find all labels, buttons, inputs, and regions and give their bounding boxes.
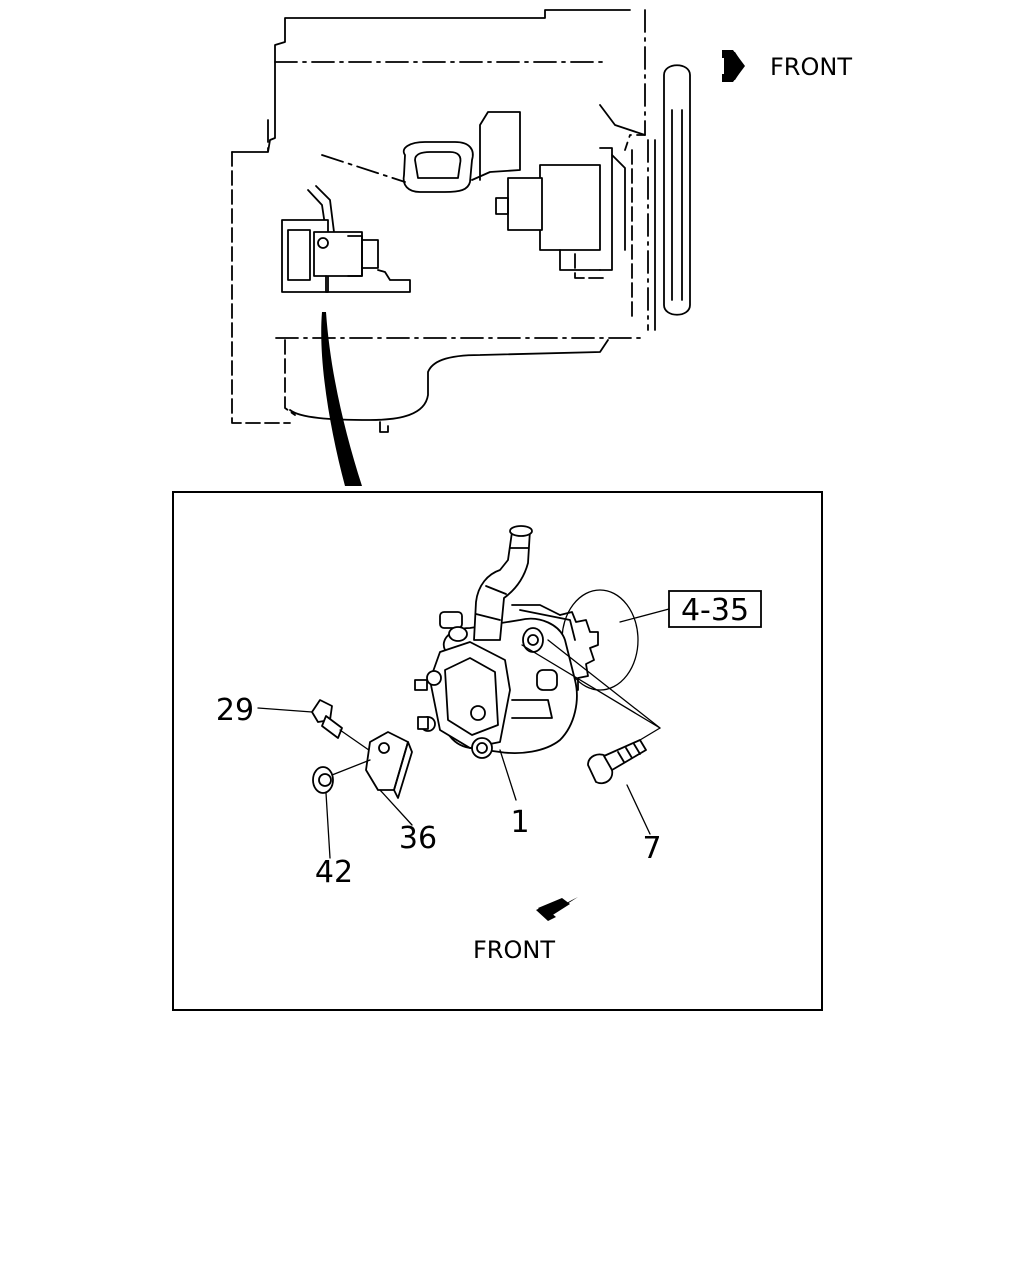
leader-29 <box>257 707 313 713</box>
callout-7: 7 <box>642 831 661 866</box>
leader-7 <box>626 784 651 835</box>
bolt-29 <box>311 699 343 739</box>
callout-1: 1 <box>510 805 529 840</box>
bolt-7 <box>587 739 647 785</box>
front-arrow-bottom-body <box>538 898 570 918</box>
leader-ref <box>619 608 670 623</box>
leader-1 <box>499 749 517 801</box>
engine-overview <box>231 9 691 433</box>
leader-42-to-bracket <box>331 759 371 776</box>
leader-7-lower <box>547 639 661 729</box>
leader-36 <box>379 789 413 826</box>
callout-36: 36 <box>399 821 437 856</box>
front-label-top: FRONT <box>770 53 852 81</box>
bracket-36 <box>365 731 413 799</box>
detail-frame <box>172 491 823 1011</box>
callout-29: 29 <box>216 693 254 728</box>
nut-42 <box>312 766 334 794</box>
detail-pointer-arrow <box>321 312 362 486</box>
leader-42 <box>325 792 331 859</box>
front-arrow-top <box>722 50 745 82</box>
vacuum-pump-assembly <box>414 525 639 759</box>
reference-label: 4-35 <box>681 593 749 628</box>
front-label-bottom: FRONT <box>473 936 555 964</box>
callout-42: 42 <box>315 855 353 890</box>
